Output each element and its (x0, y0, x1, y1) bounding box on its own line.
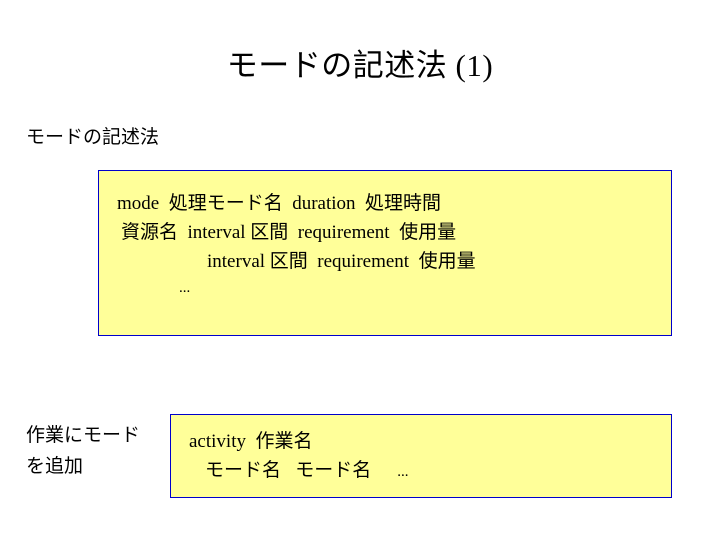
left-note-line-2: を追加 (26, 456, 84, 477)
mode-syntax-content: mode 処理モード名 duration 処理時間 資源名 interval 区… (99, 171, 671, 300)
left-note: 作業にモード を追加 (26, 420, 140, 482)
activity-line-2: モード名 モード名... (171, 456, 671, 487)
activity-syntax-content: activity 作業名 モード名 モード名... (171, 415, 671, 487)
left-note-line-1: 作業にモード (26, 425, 141, 446)
activity-line-2-ellipsis: ... (397, 464, 409, 480)
mode-syntax-box: mode 処理モード名 duration 処理時間 資源名 interval 区… (98, 170, 672, 336)
syntax-line-1: mode 処理モード名 duration 処理時間 (117, 193, 442, 214)
page-title: モードの記述法 (1) (226, 48, 494, 83)
activity-line-1: activity 作業名 (189, 431, 313, 452)
syntax-line-3: interval 区間 requirement 使用量 (207, 251, 476, 272)
syntax-line-2: 資源名 interval 区間 requirement 使用量 (121, 222, 457, 243)
syntax-line-4-ellipsis: ... (179, 280, 191, 296)
activity-syntax-box: activity 作業名 モード名 モード名... (170, 414, 672, 498)
section-label: モードの記述法 (26, 127, 160, 148)
activity-line-2-text: モード名 モード名 (205, 460, 372, 481)
